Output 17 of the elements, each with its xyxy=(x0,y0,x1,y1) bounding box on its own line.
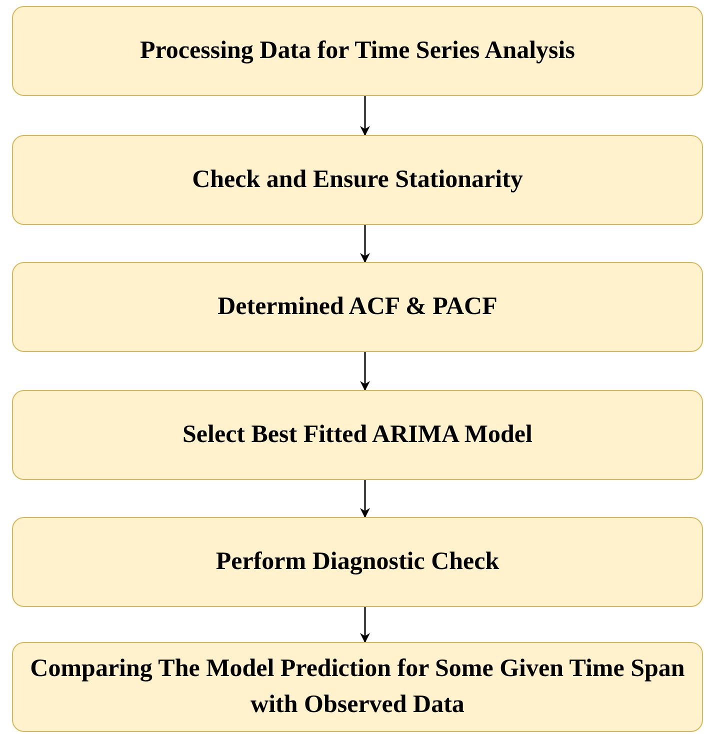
arrow xyxy=(360,96,370,136)
process-box xyxy=(12,390,703,480)
step-text: Determined ACF & PACF xyxy=(218,292,498,322)
step-text: Select Best Fitted ARIMA Model xyxy=(182,420,532,450)
arrow xyxy=(360,480,370,518)
process-box xyxy=(12,262,703,352)
step-text: Perform Diagnostic Check xyxy=(216,547,500,577)
arrow xyxy=(360,225,370,263)
step-text: Check and Ensure Stationarity xyxy=(192,165,523,195)
process-box xyxy=(12,6,703,96)
process-box xyxy=(12,642,703,732)
process-box xyxy=(12,517,703,607)
arrow xyxy=(360,607,370,643)
arrow xyxy=(360,352,370,391)
process-box xyxy=(12,135,703,225)
step-text: Comparing The Model Prediction for Some Given Time Span with Observed Data xyxy=(29,654,686,720)
step-text: Processing Data for Time Series Analysis xyxy=(140,36,575,66)
